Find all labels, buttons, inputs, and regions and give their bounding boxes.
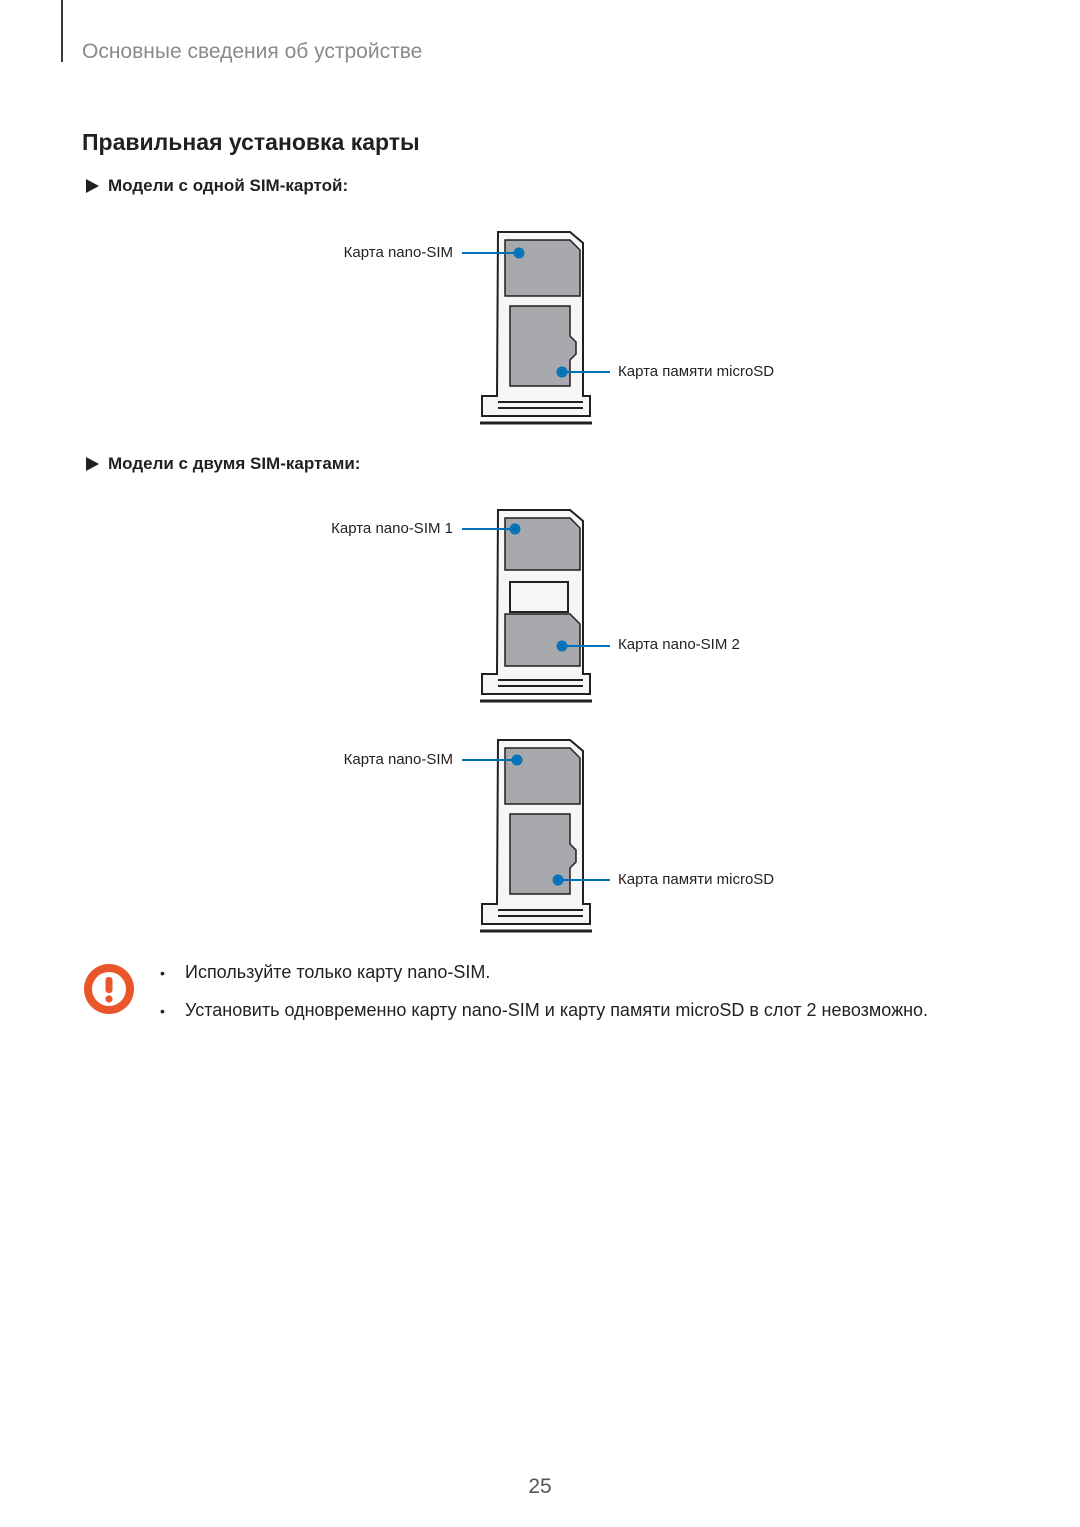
callout-lines — [462, 523, 610, 652]
single-sim-tray-diagram — [462, 231, 610, 425]
single-sim-heading: Модели с одной SIM-картой: — [86, 176, 348, 196]
dual-sim-tray-diagram-2 — [462, 739, 610, 933]
dual-sim-tray-diagram-1 — [462, 509, 610, 703]
microsd-card — [509, 305, 577, 387]
note-text: Используйте только карту nano-SIM. — [185, 962, 491, 982]
margin-rule — [61, 0, 63, 62]
dual-sim-heading: Модели с двумя SIM-картами: — [86, 454, 360, 474]
single-sim-heading-text: Модели с одной SIM-картой: — [108, 176, 349, 195]
dual-sim-heading-text: Модели с двумя SIM-картами: — [108, 454, 361, 473]
label-microsd: Карта памяти microSD — [618, 363, 775, 380]
label-nano-sim-1: Карта nano-SIM 1 — [331, 520, 453, 537]
label-nano-sim: Карта nano-SIM — [343, 244, 453, 261]
triangle-bullet-icon — [86, 179, 99, 193]
nano-sim-card — [504, 747, 581, 805]
bullet-icon: • — [160, 1003, 165, 1019]
page-number: 25 — [528, 1475, 552, 1498]
warning-icon — [84, 964, 134, 1014]
note-item: • Используйте только карту nano-SIM. — [160, 962, 490, 984]
callout-lines — [462, 247, 610, 378]
microsd-card — [509, 813, 577, 895]
note-text: Установить одновременно карту nano-SIM и… — [185, 1000, 929, 1020]
label-nano-sim: Карта nano-SIM — [343, 751, 453, 768]
label-nano-sim-2: Карта nano-SIM 2 — [618, 636, 740, 653]
note-item: • Установить одновременно карту nano-SIM… — [160, 1000, 928, 1022]
callout-lines — [462, 754, 610, 886]
chapter-title: Основные сведения об устройстве — [82, 40, 423, 63]
nano-sim-2-card — [504, 613, 581, 667]
section-title: Правильная установка карты — [82, 129, 420, 155]
label-microsd: Карта памяти microSD — [618, 871, 775, 888]
triangle-bullet-icon — [86, 457, 99, 471]
bullet-icon: • — [160, 965, 165, 981]
nano-sim-1-card — [504, 517, 581, 571]
